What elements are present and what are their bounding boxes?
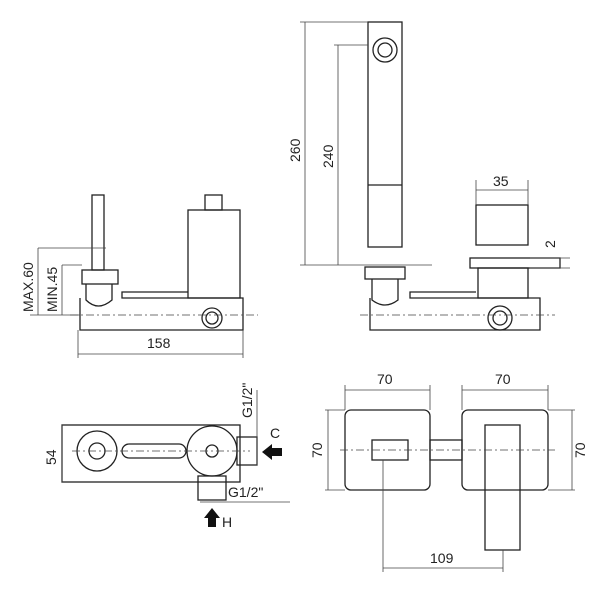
left-plate-height-label: 70: [309, 442, 325, 458]
handle-width-label: 35: [493, 173, 509, 189]
right-plate-height-label: 70: [572, 442, 588, 458]
total-height-label: 260: [287, 138, 303, 162]
plan-depth-label: 54: [43, 449, 59, 465]
cold-inlet-arrow-icon: [262, 444, 282, 460]
hot-label: H: [222, 514, 232, 530]
hot-thread-label: G1/2": [228, 484, 263, 500]
cold-label: C: [270, 425, 280, 441]
cold-thread-label: G1/2": [239, 383, 255, 418]
hot-inlet-arrow-icon: [204, 508, 220, 527]
plates-view: 70 70 70 70 109: [309, 371, 588, 572]
spout-distance-label: 109: [430, 550, 454, 566]
right-plate-width-label: 70: [495, 371, 511, 387]
max-depth-label: MAX.60: [20, 262, 36, 312]
plate-thickness-label: 2: [542, 240, 558, 248]
left-plate-width-label: 70: [377, 371, 393, 387]
elevation-view: 260 240 35 2: [287, 21, 570, 331]
spout-height-label: 240: [320, 144, 336, 168]
min-depth-label: MIN.45: [44, 267, 60, 312]
side-width-label: 158: [147, 335, 171, 351]
side-view: MAX.60 MIN.45 158: [20, 194, 258, 358]
plan-view: 54 G1/2" C G1/2" H: [43, 383, 290, 530]
